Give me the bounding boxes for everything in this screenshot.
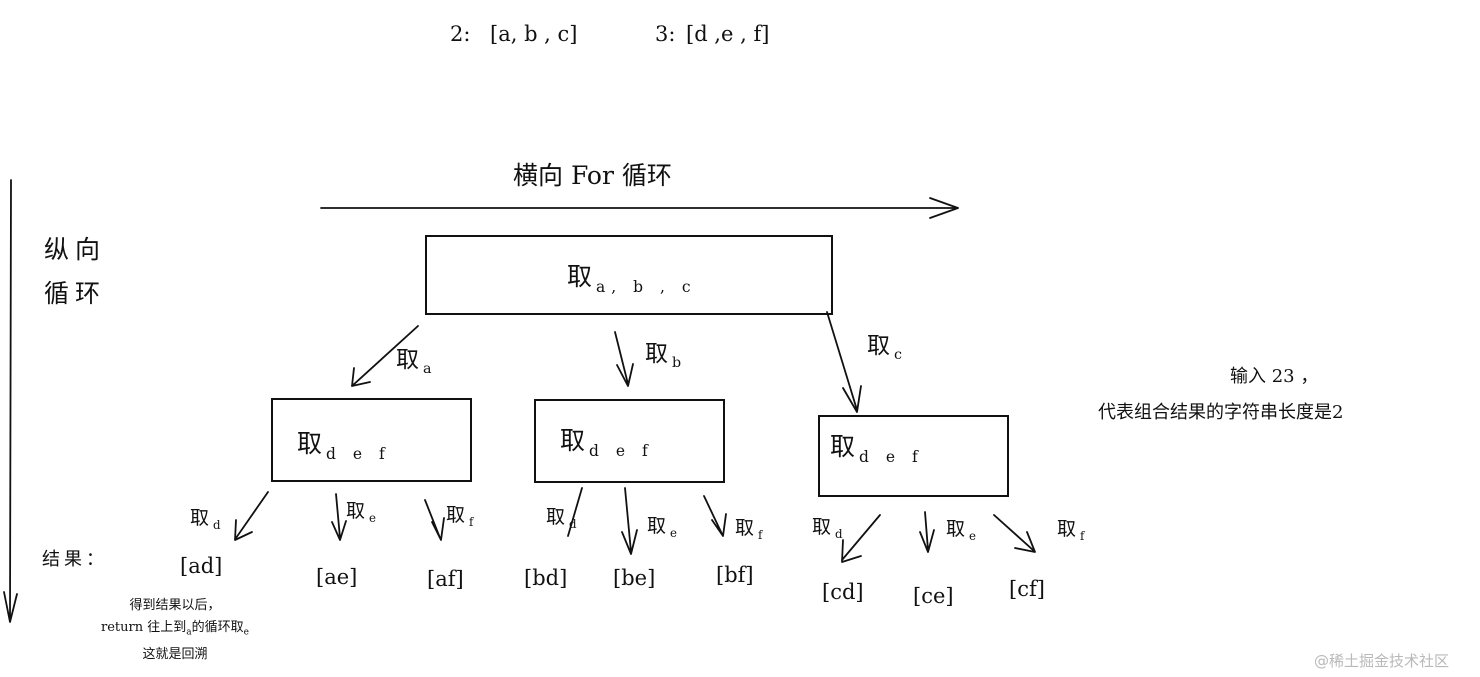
watermark: @稀土掘金技术社区 — [1314, 652, 1450, 670]
mapping-value-2: [a, b , c] — [490, 22, 578, 46]
mapping-value-3: [d ,e , f] — [686, 22, 770, 46]
vertical-loop-label-line1: 纵向 — [44, 235, 107, 264]
result-bf: [bf] — [716, 563, 754, 587]
result-ce: [ce] — [913, 584, 954, 608]
backtrack-note-line2: return 往上到a的循环取e — [101, 620, 249, 638]
result-bd: [bd] — [524, 566, 568, 590]
horizontal-loop-label: 横向 For 循环 — [513, 161, 672, 190]
vertical-loop-arrow — [3, 179, 18, 623]
result-ae: [ae] — [316, 565, 358, 589]
arrow-bd — [567, 487, 583, 537]
arrow-ce — [919, 511, 935, 553]
result-cd: [cd] — [822, 580, 864, 604]
mapping-key-2: 2: — [450, 22, 471, 46]
arrow-root-to-c — [826, 311, 862, 413]
result-cf: [cf] — [1009, 577, 1045, 601]
backtrack-note-line3: 这就是回溯 — [142, 646, 208, 662]
input-note-line2: 代表组合结果的字符串长度是2 — [1098, 402, 1344, 423]
mapping-key-3: 3: — [655, 22, 676, 46]
arrow-cf — [993, 514, 1036, 553]
results-label: 结果： — [42, 549, 108, 570]
backtrack-note: 得到结果以后， return 往上到a的循环取e 这就是回溯 — [60, 595, 290, 666]
arrow-ae — [331, 493, 347, 541]
arrow-root-to-b — [614, 331, 634, 387]
horizontal-for-arrow — [320, 197, 959, 219]
arrow-ad — [234, 491, 269, 541]
result-af: [af] — [427, 567, 464, 591]
result-ad: [ad] — [180, 554, 223, 578]
arrow-bf — [703, 495, 727, 537]
arrow-af — [424, 499, 445, 541]
arrow-cd — [841, 514, 881, 563]
arrow-be — [621, 487, 638, 555]
result-be: [be] — [613, 566, 656, 590]
input-note-line1: 输入 23 ， — [1230, 366, 1319, 387]
vertical-loop-label-line2: 循环 — [44, 279, 107, 308]
arrow-root-to-a — [351, 325, 419, 387]
backtrack-note-line1: 得到结果以后， — [129, 598, 221, 613]
